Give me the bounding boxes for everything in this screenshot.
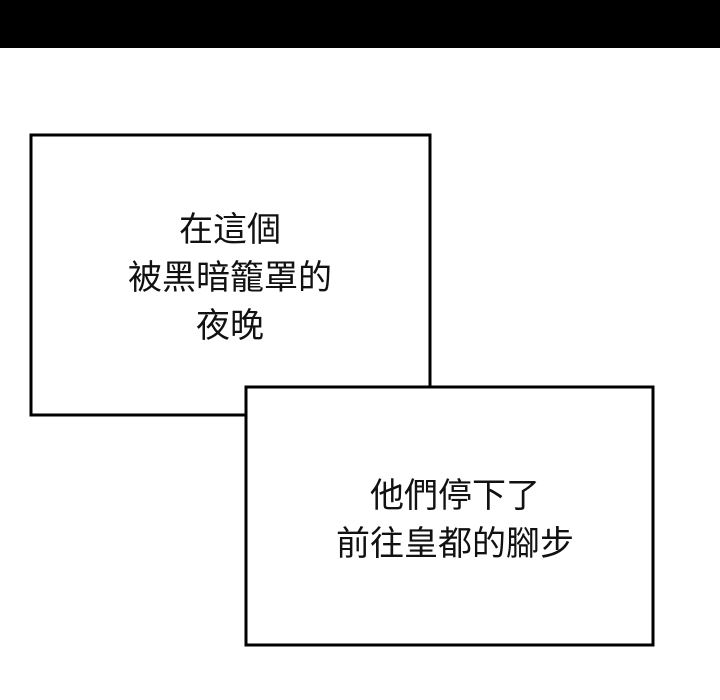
caption-top: 在這個 被黑暗籠罩的 夜晚 (80, 206, 380, 350)
caption-line: 在這個 (179, 210, 281, 250)
caption-line: 他們停下了 (370, 476, 540, 516)
top-black-bar (0, 0, 720, 48)
caption-line: 被黑暗籠罩的 (128, 258, 332, 298)
overlap-mask (248, 389, 428, 413)
caption-line: 夜晚 (196, 306, 264, 346)
caption-bottom: 他們停下了 前往皇都的腳步 (300, 472, 610, 568)
caption-line: 前往皇都的腳步 (336, 524, 574, 564)
caption-box-2 (244, 385, 655, 647)
caption-box-1 (29, 133, 432, 417)
